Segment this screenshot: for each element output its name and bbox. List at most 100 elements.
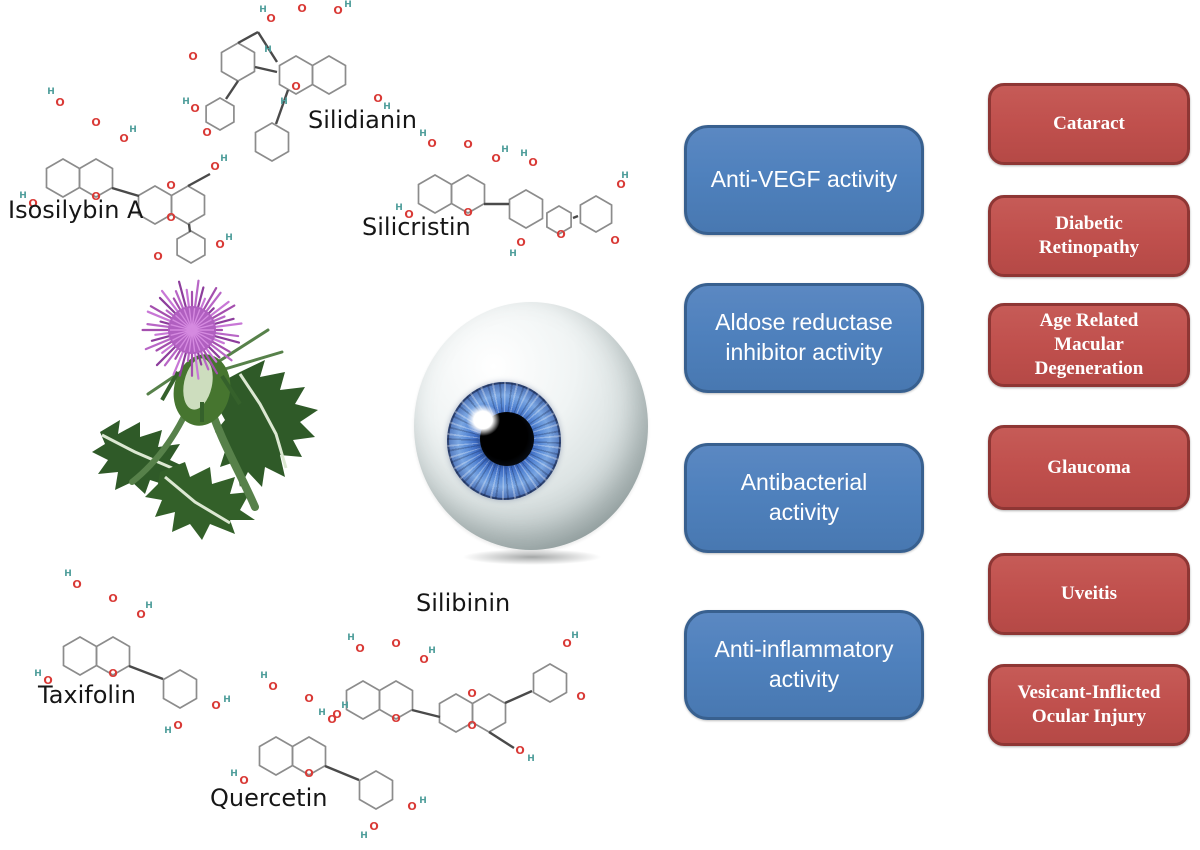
disease-box-glaucoma: Glaucoma — [988, 425, 1190, 510]
eye-highlight — [466, 404, 500, 436]
svg-text:O: O — [108, 592, 117, 605]
svg-text:O: O — [373, 92, 382, 105]
svg-text:O: O — [266, 12, 275, 25]
thistle-flower-head — [141, 279, 243, 380]
svg-text:H: H — [318, 708, 326, 718]
disease-box-amd: Age Related Macular Degeneration — [988, 303, 1190, 387]
svg-text:O: O — [28, 197, 37, 210]
svg-text:O: O — [369, 820, 378, 833]
compound-label-taxifolin: Taxifolin — [38, 681, 136, 709]
svg-text:O: O — [72, 578, 81, 591]
activity-label: Anti-VEGF activity — [710, 166, 898, 193]
compound-label-quercetin: Quercetin — [210, 784, 328, 812]
svg-text:H: H — [220, 154, 228, 164]
svg-text:H: H — [344, 0, 352, 10]
svg-text:O: O — [166, 211, 175, 224]
svg-text:O: O — [190, 102, 199, 115]
svg-text:O: O — [202, 126, 211, 139]
activity-label: Aldose reductase inhibitor activity — [715, 309, 893, 365]
svg-text:H: H — [347, 633, 355, 643]
svg-text:O: O — [188, 50, 197, 63]
compound-label-silidianin: Silidianin — [308, 106, 417, 134]
svg-text:O: O — [516, 236, 525, 249]
svg-text:O: O — [91, 116, 100, 129]
svg-text:O: O — [304, 692, 313, 705]
svg-text:O: O — [136, 608, 145, 621]
svg-text:O: O — [119, 132, 128, 145]
activity-box-anti-vegf: Anti-VEGF activity — [684, 125, 924, 235]
svg-text:O: O — [55, 96, 64, 109]
svg-text:O: O — [333, 4, 342, 17]
svg-text:H: H — [34, 669, 42, 679]
svg-text:O: O — [304, 767, 313, 780]
compound-label-silicristin: Silicristin — [362, 213, 471, 241]
svg-text:H: H — [223, 695, 231, 705]
svg-text:O: O — [153, 250, 162, 263]
svg-text:H: H — [527, 754, 535, 764]
activity-label: Antibacterial activity — [740, 469, 868, 525]
svg-text:O: O — [173, 719, 182, 732]
eye-shadow — [436, 546, 628, 568]
svg-text:O: O — [556, 228, 565, 241]
svg-text:O: O — [467, 687, 476, 700]
milk-thistle-image — [92, 279, 318, 540]
svg-text:O: O — [427, 137, 436, 150]
svg-text:H: H — [129, 125, 137, 135]
svg-text:O: O — [515, 744, 524, 757]
svg-text:H: H — [47, 87, 55, 97]
svg-text:H: H — [182, 97, 190, 107]
svg-text:O: O — [404, 208, 413, 221]
svg-text:O: O — [463, 206, 472, 219]
svg-text:H: H — [164, 726, 172, 736]
activity-label: Anti-inflammatory activity — [714, 636, 894, 692]
svg-text:H: H — [259, 5, 267, 15]
svg-text:O: O — [562, 637, 571, 650]
svg-text:O: O — [43, 674, 52, 687]
svg-text:O: O — [291, 80, 300, 93]
disease-label: Cataract — [1053, 113, 1125, 135]
disease-label: Diabetic Retinopathy — [1038, 213, 1140, 258]
svg-text:O: O — [211, 699, 220, 712]
svg-text:O: O — [215, 238, 224, 251]
svg-text:O: O — [91, 190, 100, 203]
svg-text:O: O — [297, 2, 306, 15]
svg-text:H: H — [64, 569, 72, 579]
svg-text:H: H — [383, 102, 391, 112]
svg-text:H: H — [280, 97, 288, 107]
disease-box-uveitis: Uveitis — [988, 553, 1190, 635]
svg-text:H: H — [230, 769, 238, 779]
disease-box-diabetic-retinopathy: Diabetic Retinopathy — [988, 195, 1190, 277]
svg-text:H: H — [395, 203, 403, 213]
svg-text:H: H — [520, 149, 528, 159]
compound-label-isosilybin-a: Isosilybin A — [8, 196, 144, 224]
svg-text:O: O — [528, 156, 537, 169]
activity-box-antibacterial: Antibacterial activity — [684, 443, 924, 553]
svg-text:H: H — [19, 191, 27, 201]
disease-label: Glaucoma — [1047, 456, 1131, 478]
svg-text:O: O — [391, 712, 400, 725]
svg-text:O: O — [610, 234, 619, 247]
svg-text:H: H — [225, 233, 233, 243]
disease-box-vesicant-injury: Vesicant-Inflicted Ocular Injury — [988, 664, 1190, 746]
eye-image — [408, 300, 654, 568]
svg-text:H: H — [571, 631, 579, 641]
svg-text:O: O — [108, 667, 117, 680]
disease-box-cataract: Cataract — [988, 83, 1190, 165]
svg-text:H: H — [419, 796, 427, 806]
svg-text:H: H — [360, 831, 368, 841]
svg-text:O: O — [332, 708, 341, 721]
svg-text:H: H — [341, 701, 349, 711]
svg-text:O: O — [355, 642, 364, 655]
svg-text:H: H — [621, 171, 629, 181]
svg-text:O: O — [491, 152, 500, 165]
svg-text:O: O — [166, 179, 175, 192]
svg-text:H: H — [264, 45, 272, 55]
activity-box-aldose-reductase: Aldose reductase inhibitor activity — [684, 283, 924, 393]
svg-text:H: H — [419, 129, 427, 139]
compound-label-silibinin: Silibinin — [416, 589, 511, 617]
